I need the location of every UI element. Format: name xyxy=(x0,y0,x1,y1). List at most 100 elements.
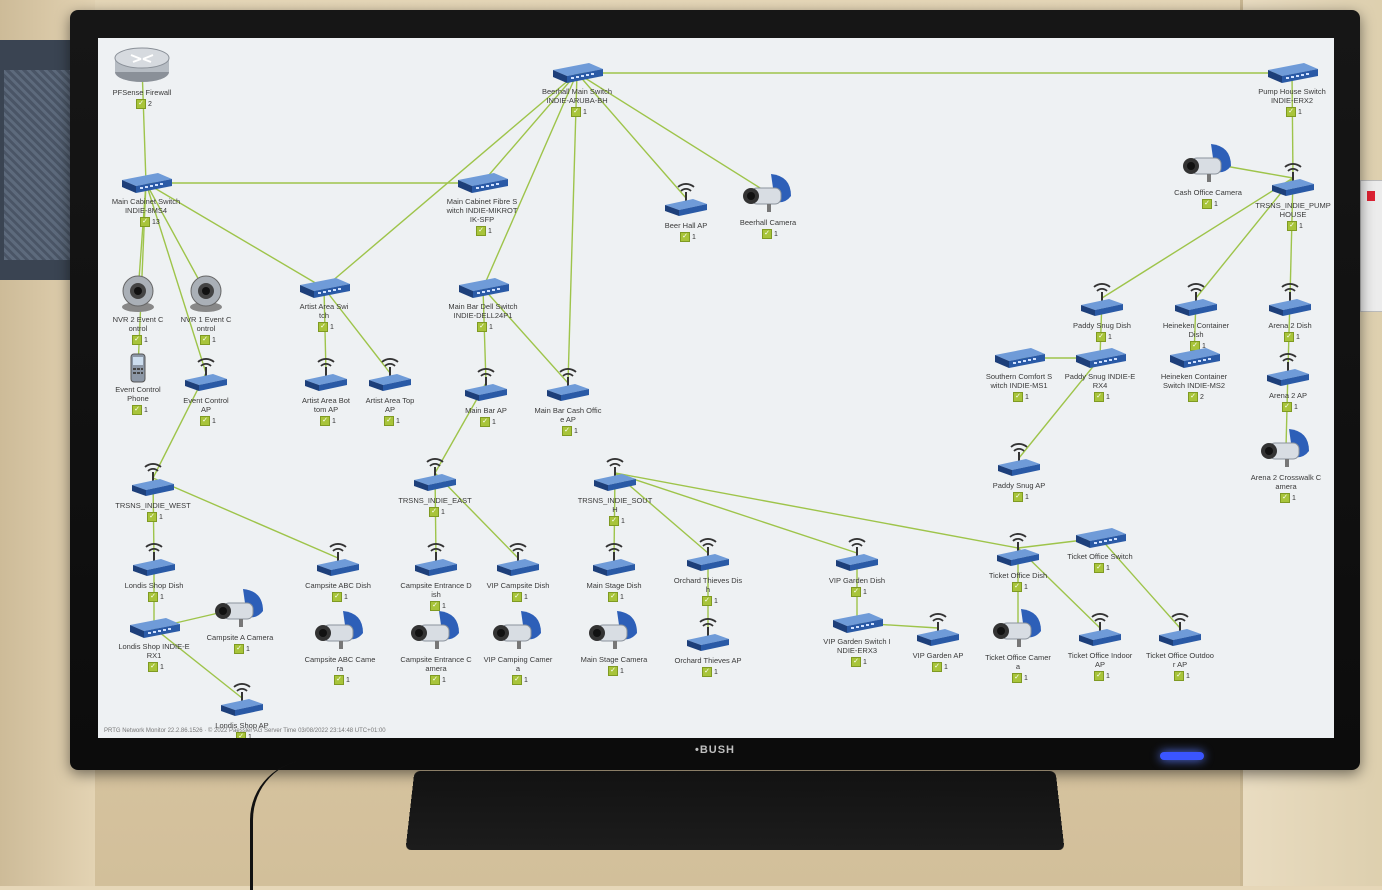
device-label[interactable]: Paddy Snug Dish xyxy=(1073,321,1131,330)
access-point-icon[interactable] xyxy=(1171,277,1221,324)
camera-icon[interactable] xyxy=(1181,140,1235,191)
sensor-status-badge[interactable]: ✓1 xyxy=(702,596,718,606)
switch-icon[interactable] xyxy=(829,611,885,640)
device-label[interactable]: Londis Shop Dish xyxy=(124,581,184,590)
device-label[interactable]: Artist Area Top AP xyxy=(365,396,415,414)
device-label[interactable]: Paddy Snug AP xyxy=(992,481,1046,490)
device-label[interactable]: Main Cabinet Switch INDIE-8MS4 xyxy=(111,197,181,215)
sensor-status-badge[interactable]: ✓1 xyxy=(318,322,334,332)
device-label[interactable]: Campsite Entrance D ish xyxy=(400,581,472,599)
device-label[interactable]: TRSNS_INDIE_EAST xyxy=(398,496,472,505)
camera-icon[interactable] xyxy=(1259,425,1313,476)
device-label[interactable]: Ticket Office Dish xyxy=(988,571,1048,580)
access-point-icon[interactable] xyxy=(365,352,415,399)
switch-icon[interactable] xyxy=(1264,61,1320,90)
sensor-status-badge[interactable]: ✓1 xyxy=(851,657,867,667)
sensor-status-badge[interactable]: ✓1 xyxy=(851,587,867,597)
sensor-status-badge[interactable]: ✓13 xyxy=(140,217,160,227)
sensor-status-badge[interactable]: ✓1 xyxy=(512,675,528,685)
sensor-status-badge[interactable]: ✓1 xyxy=(1013,492,1029,502)
sensor-status-badge[interactable]: ✓1 xyxy=(200,335,216,345)
device-label[interactable]: Main Stage Dish xyxy=(586,581,642,590)
device-label[interactable]: Ticket Office Outdoo r AP xyxy=(1146,651,1214,669)
access-point-icon[interactable] xyxy=(411,537,461,584)
sensor-status-badge[interactable]: ✓1 xyxy=(476,226,492,236)
sensor-status-badge[interactable]: ✓1 xyxy=(1284,332,1300,342)
sensor-status-badge[interactable]: ✓1 xyxy=(1096,332,1112,342)
device-label[interactable]: Artist Area Swi tch xyxy=(299,302,349,320)
device-label[interactable]: Londis Shop AP xyxy=(215,721,269,730)
device-label[interactable]: Main Bar Dell Switch INDIE-DELL24P1 xyxy=(448,302,518,320)
camera-icon[interactable] xyxy=(491,607,545,658)
device-label[interactable]: Orchard Thieves Dis h xyxy=(673,576,743,594)
sensor-status-badge[interactable]: ✓1 xyxy=(1282,402,1298,412)
device-label[interactable]: TRSNS_INDIE_PUMP HOUSE xyxy=(1255,201,1331,219)
sensor-status-badge[interactable]: ✓1 xyxy=(429,507,445,517)
switch-icon[interactable] xyxy=(1072,346,1128,375)
access-point-icon[interactable] xyxy=(1155,607,1205,654)
device-label[interactable]: Arena 2 AP xyxy=(1269,391,1307,400)
device-label[interactable]: Campsite ABC Dish xyxy=(305,581,371,590)
device-label[interactable]: VIP Campsite Dish xyxy=(486,581,550,590)
access-point-icon[interactable] xyxy=(994,437,1044,484)
device-label[interactable]: Orchard Thieves AP xyxy=(674,656,742,665)
device-label[interactable]: Arena 2 Dish xyxy=(1268,321,1312,330)
sensor-status-badge[interactable]: ✓1 xyxy=(1202,199,1218,209)
device-label[interactable]: Campsite ABC Came ra xyxy=(304,655,376,673)
access-point-icon[interactable] xyxy=(493,537,543,584)
sensor-status-badge[interactable]: ✓1 xyxy=(334,675,350,685)
sensor-status-badge[interactable]: ✓1 xyxy=(148,662,164,672)
webcam-icon[interactable] xyxy=(118,273,158,318)
device-label[interactable]: Southern Comfort S witch INDIE-MS1 xyxy=(985,372,1053,390)
switch-icon[interactable] xyxy=(991,346,1047,375)
access-point-icon[interactable] xyxy=(1075,607,1125,654)
device-label[interactable]: Main Bar AP xyxy=(465,406,507,415)
device-label[interactable]: Campsite A Camera xyxy=(206,633,274,642)
device-label[interactable]: VIP Camping Camer a xyxy=(483,655,553,673)
access-point-icon[interactable] xyxy=(301,352,351,399)
device-label[interactable]: TRSNS_INDIE_SOUT H xyxy=(577,496,653,514)
sensor-status-badge[interactable]: ✓1 xyxy=(1287,221,1303,231)
sensor-status-badge[interactable]: ✓1 xyxy=(200,416,216,426)
sensor-status-badge[interactable]: ✓1 xyxy=(132,405,148,415)
camera-icon[interactable] xyxy=(313,607,367,658)
device-label[interactable]: Arena 2 Crosswalk C amera xyxy=(1250,473,1322,491)
device-label[interactable]: Heineken Container Dish xyxy=(1162,321,1230,339)
sensor-status-badge[interactable]: ✓1 xyxy=(762,229,778,239)
access-point-icon[interactable] xyxy=(1263,347,1313,394)
camera-icon[interactable] xyxy=(587,607,641,658)
device-label[interactable]: VIP Garden Dish xyxy=(828,576,886,585)
sensor-status-badge[interactable]: ✓1 xyxy=(1280,493,1296,503)
access-point-icon[interactable] xyxy=(1265,277,1315,324)
camera-icon[interactable] xyxy=(409,607,463,658)
sensor-status-badge[interactable]: ✓1 xyxy=(1174,671,1190,681)
device-label[interactable]: NVR 1 Event C ontrol xyxy=(180,315,232,333)
sensor-status-badge[interactable]: ✓1 xyxy=(148,592,164,602)
sensor-status-badge[interactable]: ✓1 xyxy=(1012,673,1028,683)
sensor-status-badge[interactable]: ✓1 xyxy=(320,416,336,426)
access-point-icon[interactable] xyxy=(589,537,639,584)
device-label[interactable]: Ticket Office Indoor AP xyxy=(1067,651,1133,669)
access-point-icon[interactable] xyxy=(683,612,733,659)
camera-icon[interactable] xyxy=(991,605,1045,656)
device-label[interactable]: Londis Shop INDIE-E RX1 xyxy=(118,642,190,660)
sensor-status-badge[interactable]: ✓1 xyxy=(1013,392,1029,402)
sensor-status-badge[interactable]: ✓2 xyxy=(1188,392,1204,402)
access-point-icon[interactable] xyxy=(590,452,640,499)
sensor-status-badge[interactable]: ✓1 xyxy=(609,516,625,526)
access-point-icon[interactable] xyxy=(993,527,1043,574)
sensor-status-badge[interactable]: ✓1 xyxy=(430,675,446,685)
sensor-status-badge[interactable]: ✓1 xyxy=(702,667,718,677)
sensor-status-badge[interactable]: ✓1 xyxy=(430,601,446,611)
device-label[interactable]: Event Control AP xyxy=(183,396,229,414)
access-point-icon[interactable] xyxy=(313,537,363,584)
sensor-status-badge[interactable]: ✓1 xyxy=(932,662,948,672)
sensor-status-badge[interactable]: ✓1 xyxy=(477,322,493,332)
sensor-status-badge[interactable]: ✓1 xyxy=(132,335,148,345)
sensor-status-badge[interactable]: ✓1 xyxy=(1094,392,1110,402)
access-point-icon[interactable] xyxy=(832,532,882,579)
phone-icon[interactable] xyxy=(128,353,148,388)
sensor-status-badge[interactable]: ✓1 xyxy=(512,592,528,602)
device-label[interactable]: VIP Garden AP xyxy=(912,651,964,660)
device-label[interactable]: Cash Office Camera xyxy=(1174,188,1242,197)
